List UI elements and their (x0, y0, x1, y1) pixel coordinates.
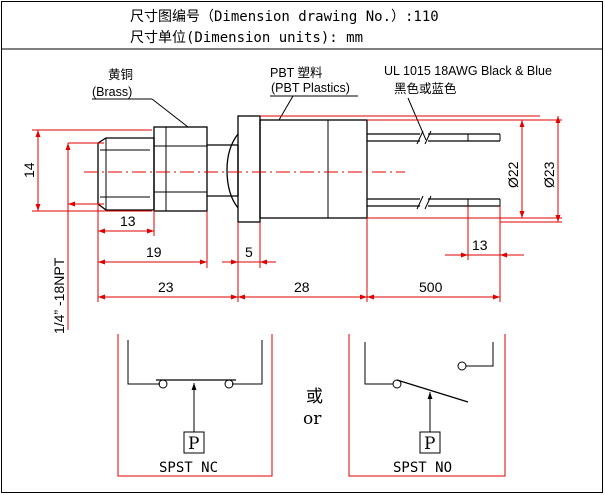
dim-diameter-23: Ø23 (541, 161, 557, 188)
dim-diameter-22: Ø22 (505, 161, 521, 188)
wire-spec-label: UL 1015 18AWG Black & Blue (384, 64, 552, 78)
pbt-housing (259, 119, 368, 219)
dim-500-lead: 500 (419, 279, 443, 295)
spst-no-schematic: P SPST NO (348, 334, 506, 477)
no-lever (396, 379, 469, 403)
no-pressure-box (419, 431, 441, 454)
switch-body-outline (84, 115, 501, 223)
pbt-label-cn: PBT 塑料 (270, 65, 323, 80)
dimension-units: 尺寸单位(Dimension units): mm (130, 30, 363, 46)
dim-19: 19 (146, 244, 162, 260)
brass-leader (151, 98, 189, 128)
or-label-en: or (303, 409, 322, 429)
no-pressure-label: P (424, 434, 435, 454)
nc-left-lead (127, 340, 160, 385)
dim-23: 23 (158, 279, 174, 295)
dim-13-thread-length: 13 (120, 213, 136, 229)
drawing-number-title: 尺寸图编号（Dimension drawing No.）:110 (130, 9, 439, 25)
nc-frame (117, 334, 273, 477)
nc-pressure-label: P (188, 434, 199, 454)
no-right-lead (466, 342, 494, 367)
flange (237, 115, 261, 223)
nc-contact-left (158, 379, 168, 389)
nc-pressure-box (183, 431, 205, 454)
lead-wires (367, 130, 501, 210)
no-left-lead (364, 342, 393, 385)
crimp-collar (226, 133, 239, 209)
dim-28: 28 (294, 279, 310, 295)
nc-switch-label: SPST NC (159, 460, 218, 476)
pbt-label-en: (PBT Plastics) (271, 81, 350, 95)
dim-height-14: 14 (21, 162, 37, 178)
brass-label-en: (Brass) (92, 85, 132, 99)
hex-body (153, 126, 208, 212)
spst-nc-schematic: P SPST NC (117, 334, 273, 477)
dim-5-flange: 5 (245, 244, 253, 260)
dim-13-strip: 13 (472, 237, 488, 253)
nc-right-lead (232, 340, 263, 385)
material-callouts: 黄铜 (Brass) PBT 塑料 (PBT Plastics) UL 1015… (92, 64, 552, 141)
wire-color-label: 黑色或蓝色 (394, 81, 457, 96)
no-contact-right (457, 361, 467, 371)
or-label-cn: 或 (306, 387, 323, 407)
dimension-lines: 14 1/4” -18NPT 13 19 5 23 28 500 (21, 115, 562, 334)
no-switch-label: SPST NO (393, 460, 452, 476)
neck (207, 144, 239, 197)
wire-leader (407, 97, 427, 141)
nc-contact-right (224, 379, 234, 389)
dim-thread-npt: 1/4” -18NPT (51, 257, 67, 334)
no-frame (348, 334, 506, 477)
brass-label-cn: 黄铜 (108, 67, 133, 82)
